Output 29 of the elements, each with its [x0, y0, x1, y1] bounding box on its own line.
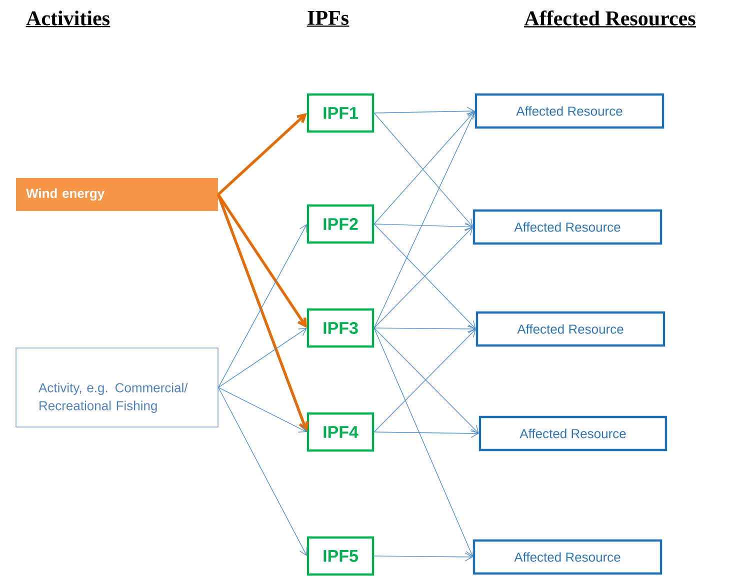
column-heading: IPFs: [308, 11, 348, 25]
arrow: [217, 194, 307, 328]
resource-box: Affected Resource: [476, 311, 666, 347]
arrow: [374, 222, 473, 232]
column-heading: Activities: [26, 10, 110, 26]
ipf-box: IPF1: [306, 93, 374, 133]
activity-box: Activity, e.g. Commercial/ Recreational Fishing: [16, 348, 218, 428]
activity-box: Wind energy: [16, 178, 218, 211]
ipf-box: IPF4: [306, 412, 374, 452]
arrow: [374, 552, 473, 562]
resource-box: Affected Resource: [474, 93, 664, 129]
arrow: [374, 429, 479, 438]
arrow: [216, 194, 309, 432]
arrow: [218, 224, 308, 388]
arrow: [218, 387, 307, 432]
arrow: [217, 113, 307, 196]
resource-box: Affected Resource: [472, 209, 662, 245]
ipf-box: IPF2: [306, 204, 374, 244]
arrow: [218, 328, 307, 388]
arrow: [374, 111, 476, 328]
arrow: [218, 387, 308, 556]
ipf-box: IPF5: [306, 536, 374, 576]
resource-box: Affected Resource: [472, 539, 662, 575]
arrow: [374, 324, 476, 334]
arrow: [374, 328, 474, 557]
ipf-box: IPF3: [306, 308, 374, 348]
column-heading: Affected Resources: [524, 10, 696, 26]
arrow: [374, 106, 475, 116]
resource-box: Affected Resource: [478, 416, 668, 452]
